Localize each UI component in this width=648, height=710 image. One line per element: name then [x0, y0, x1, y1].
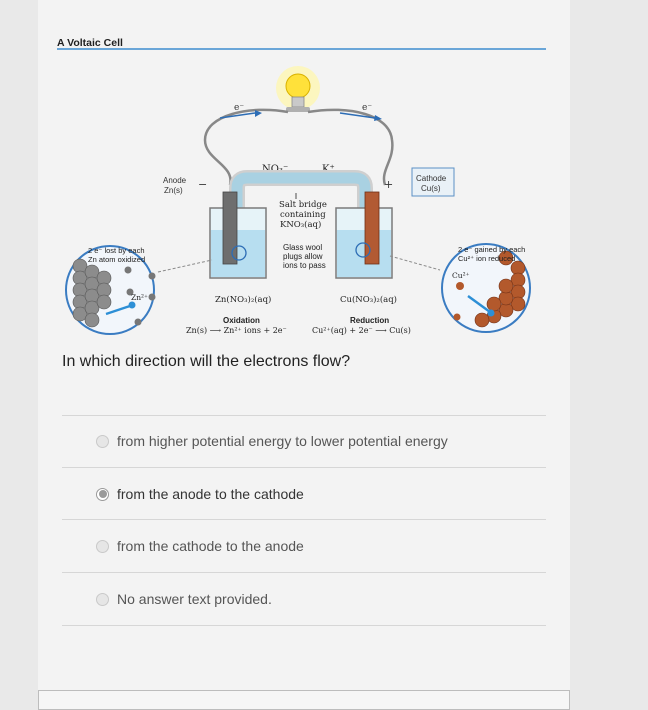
section-title: A Voltaic Cell	[57, 37, 123, 49]
title-underline	[57, 48, 546, 50]
plus-sign: +	[384, 178, 393, 191]
answer-label: No answer text provided.	[117, 591, 272, 607]
left-zoom-note-2: Zn atom oxidized	[88, 255, 145, 264]
left-solution-label: Zn(NO₃)₂(aq)	[215, 294, 271, 305]
copper-ion-label: Cu²⁺	[452, 271, 470, 280]
radio-button[interactable]	[96, 539, 109, 553]
cathode-label: Cathode	[416, 174, 447, 183]
divider	[62, 625, 546, 626]
question-text: In which direction will the electrons fl…	[62, 353, 351, 370]
right-zoom-note-1: 2 e⁻ gained by each	[458, 245, 525, 254]
zinc-atom-zoom: 2 e⁻ lost by each Zn atom oxidized Zn²⁺	[65, 245, 156, 335]
next-question-card	[38, 690, 570, 710]
answer-option-4[interactable]: No answer text provided.	[96, 588, 272, 610]
electron-label-left: e⁻	[234, 103, 244, 113]
glass-wool-label-1: Glass wool	[283, 243, 322, 252]
cathode-metal-label: Cu(s)	[421, 184, 441, 193]
right-zoom-note-2: Cu²⁺ ion reduced	[458, 254, 515, 263]
right-solution-label: Cu(NO₃)₂(aq)	[340, 294, 397, 305]
voltaic-cell-diagram: e⁻ e⁻ NO₃⁻ K⁺ Anode Zn(s) − + Cathode Cu…	[65, 66, 531, 335]
light-bulb-icon	[276, 66, 320, 112]
anode-beaker	[209, 191, 267, 279]
copper-atom-zoom: 2 e⁻ gained by each Cu²⁺ ion reduced Cu²…	[441, 243, 531, 333]
radio-button-selected[interactable]	[96, 487, 109, 501]
divider	[62, 415, 546, 416]
cathode-beaker	[335, 191, 393, 279]
reduction-equation: Cu²⁺(aq) + 2e⁻ ⟶ Cu(s)	[312, 326, 411, 335]
answer-label: from higher potential energy to lower po…	[117, 433, 448, 449]
salt-bridge-label-3: KNO₃(aq)	[280, 219, 321, 230]
radio-button[interactable]	[96, 592, 109, 606]
oxidation-title: Oxidation	[223, 316, 260, 325]
potassium-ion-label: K⁺	[322, 164, 335, 175]
answer-option-2[interactable]: from the anode to the cathode	[96, 483, 304, 505]
anode-metal-label: Zn(s)	[164, 186, 183, 195]
anode-label: Anode	[163, 176, 187, 185]
minus-sign: −	[198, 178, 207, 191]
salt-bridge-label-2: containing	[280, 210, 326, 220]
answer-label: from the cathode to the anode	[117, 538, 304, 554]
oxidation-equation: Zn(s) ⟶ Zn²⁺ ions + 2e⁻	[186, 326, 287, 335]
glass-wool-label-3: ions to pass	[283, 261, 326, 270]
salt-bridge-label-1: Salt bridge	[279, 200, 327, 210]
question-panel	[38, 0, 570, 700]
divider	[62, 467, 546, 468]
answer-option-1[interactable]: from higher potential energy to lower po…	[96, 430, 448, 452]
answer-option-3[interactable]: from the cathode to the anode	[96, 535, 304, 557]
divider	[62, 519, 546, 520]
answer-label: from the anode to the cathode	[117, 486, 304, 502]
zinc-ion-label: Zn²⁺	[131, 293, 148, 302]
nitrate-ion-label: NO₃⁻	[262, 164, 288, 175]
left-zoom-note-1: 2 e⁻ lost by each	[88, 246, 145, 255]
reduction-title: Reduction	[350, 316, 389, 325]
radio-button[interactable]	[96, 434, 109, 448]
divider	[62, 572, 546, 573]
glass-wool-label-2: plugs allow	[283, 252, 323, 261]
electron-label-right: e⁻	[362, 103, 372, 113]
